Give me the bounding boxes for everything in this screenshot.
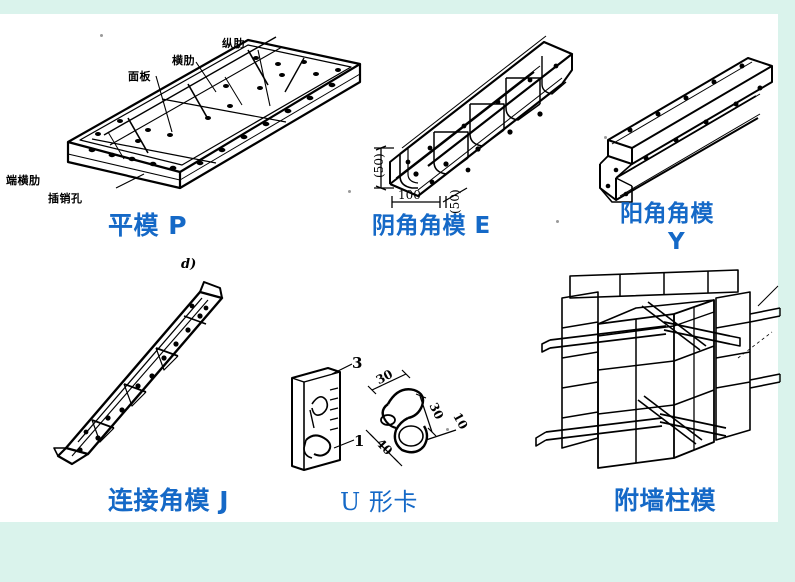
annotation-transverse-rib: 横肋 [172,54,195,67]
pin-holes [88,56,341,171]
callout-part-1: 1 [354,432,365,450]
wall-column-drawing [535,269,781,469]
flat-panel-drawing [66,36,362,190]
figure-wall-column [524,262,784,477]
caption-outer-corner-line2: Y [668,229,686,255]
dimension-inner-width: 100 [398,188,421,202]
connector-holes [77,303,209,453]
figure-flat-panel: 面板 横肋 纵肋 端横肋 插销孔 [6,22,365,207]
u-clip-drawing [291,363,457,471]
subfigure-label-d: d) [181,257,197,272]
dimension-inner-depth: (50) [448,189,462,214]
annotation-end-rib: 端横肋 [6,174,41,187]
scan-speck [100,34,103,37]
dimension-inner-height: (50) [372,153,386,178]
annotation-pin-hole: 插销孔 [48,192,83,205]
annotation-face-plate: 面板 [128,70,151,83]
outer-corner-holes [605,63,763,197]
u-clip-dimension-lines [365,369,457,467]
scan-speck [446,428,449,431]
caption-inner-corner: 阴角角模 E [372,213,491,239]
annotation-longitudinal-rib: 纵肋 [222,37,245,50]
scan-speck [604,136,607,139]
inner-corner-dimension-lines [374,145,468,208]
scan-speck [556,220,559,223]
figure-u-clip: 3 1 30 30 10 40 [280,354,470,476]
content-canvas: 面板 横肋 纵肋 端横肋 插销孔 平模 P d) [0,14,781,522]
callout-part-3: 3 [352,354,363,372]
caption-flat-panel: 平模 P [108,211,188,240]
caption-outer-corner-line1: 阳角角模 [620,201,714,227]
figure-connector-corner [52,272,262,472]
scan-speck [348,190,351,193]
connector-corner-drawing [53,281,224,466]
inner-corner-holes [405,63,559,185]
inner-corner-drawing [374,35,574,208]
u-clip-callout-lines [331,363,355,449]
figure-inner-corner: (50) 100 (50) [372,35,587,214]
caption-u-clip: U 形卡 [330,486,428,520]
outer-corner-drawing [599,57,773,203]
leader-lines [115,49,271,189]
caption-connector-corner: 连接角模 J [98,484,240,519]
caption-wall-column: 附墙柱模 [604,484,727,519]
figure-outer-corner [586,52,781,207]
